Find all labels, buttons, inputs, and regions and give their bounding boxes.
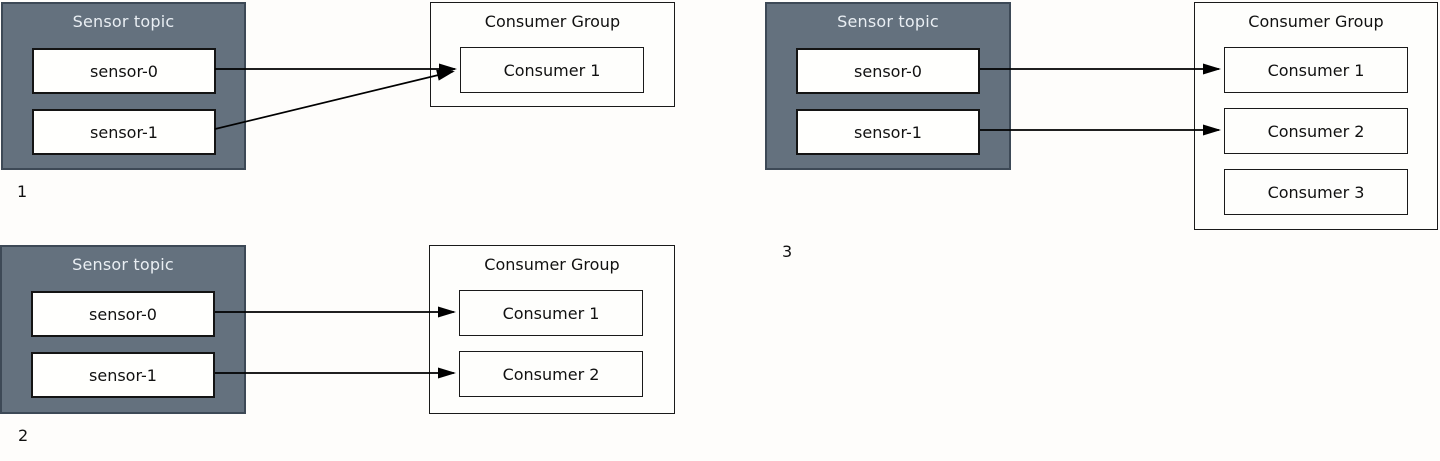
diagram1-sensor-topic-box: Sensor topic sensor-0 sensor-1: [1, 2, 246, 170]
diagram2-sensor-topic-title: Sensor topic: [72, 255, 174, 274]
diagram2-partition-sensor-0: sensor-0: [31, 291, 215, 337]
diagram1-sensor-topic-title: Sensor topic: [72, 12, 175, 31]
diagram2-consumer-group-box: Consumer Group Consumer 1 Consumer 2: [429, 245, 675, 414]
diagram3-sensor-topic-title: Sensor topic: [837, 12, 939, 31]
diagram3-consumer-2: Consumer 2: [1224, 108, 1408, 154]
diagram1-number-label: 1: [17, 182, 28, 201]
diagram2-number-label: 2: [18, 426, 29, 445]
diagram1-consumer-1: Consumer 1: [460, 47, 644, 93]
diagram1-consumer-group-title: Consumer Group: [484, 12, 621, 31]
diagram2-consumer-2: Consumer 2: [459, 351, 643, 397]
diagram1-partition-sensor-0: sensor-0: [32, 48, 216, 94]
diagram3-sensor-topic-box: Sensor topic sensor-0 sensor-1: [765, 2, 1011, 170]
diagram3-consumer-3: Consumer 3: [1224, 169, 1408, 215]
diagram2-consumer-1: Consumer 1: [459, 290, 643, 336]
diagram1-consumer-group-box: Consumer Group Consumer 1: [430, 2, 675, 107]
arrow-d1-sensor1-to-consumer1: [214, 69, 455, 130]
diagram3-partition-sensor-0: sensor-0: [796, 48, 980, 94]
diagram2-partition-sensor-1: sensor-1: [31, 352, 215, 398]
diagram3-partition-sensor-1: sensor-1: [796, 109, 980, 155]
diagram2-consumer-group-title: Consumer Group: [484, 255, 620, 274]
diagram1-partition-sensor-1: sensor-1: [32, 109, 216, 155]
diagram2-sensor-topic-box: Sensor topic sensor-0 sensor-1: [0, 245, 246, 414]
diagram3-consumer-group-title: Consumer Group: [1248, 12, 1384, 31]
diagram3-consumer-group-box: Consumer Group Consumer 1 Consumer 2 Con…: [1194, 2, 1438, 230]
diagram3-number-label: 3: [782, 242, 793, 261]
diagram3-consumer-1: Consumer 1: [1224, 47, 1408, 93]
